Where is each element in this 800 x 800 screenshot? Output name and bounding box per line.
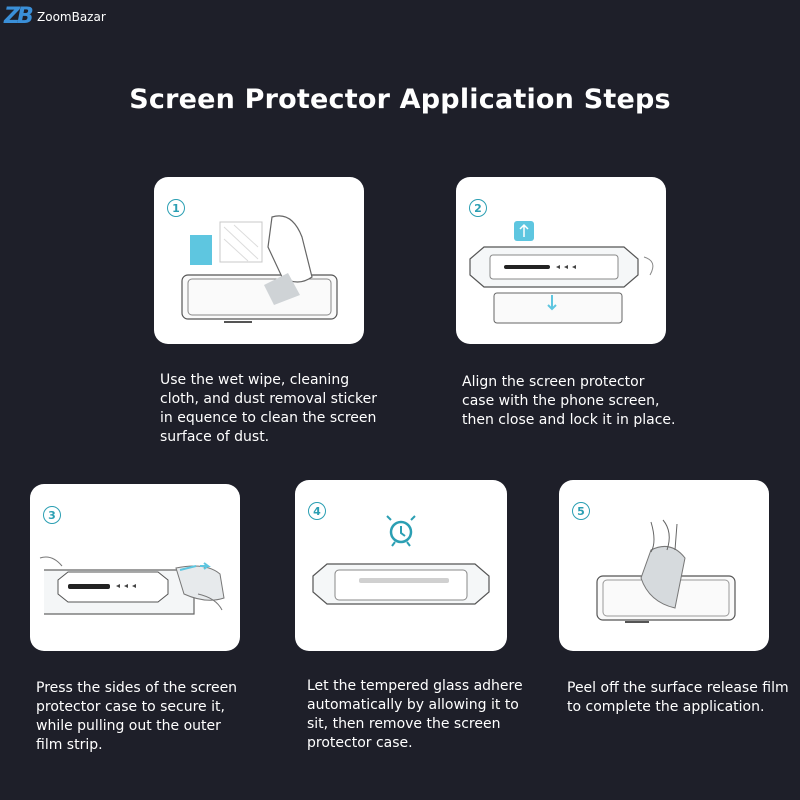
- step-5-badge: 5: [572, 502, 590, 520]
- step-4-description: Let the tempered glass adhere automatica…: [307, 678, 523, 751]
- brand-name: ZoomBazar: [37, 10, 106, 24]
- step-4-illustration: [312, 515, 490, 605]
- step-2-illustration: [469, 221, 654, 324]
- step-1-card: 1: [154, 177, 364, 344]
- page-title: Screen Protector Application Steps: [129, 84, 671, 115]
- step-5-description: Peel off the surface release film to com…: [567, 680, 789, 715]
- step-2-badge: 2: [469, 199, 487, 217]
- step-4-badge: 4: [308, 502, 326, 520]
- step-2-card: 2: [456, 177, 666, 344]
- step-1-badge: 1: [167, 199, 185, 217]
- step-3-card: 3: [30, 484, 240, 651]
- step-5-illustration: [596, 519, 736, 623]
- step-3-description: Press the sides of the screen protector …: [36, 680, 238, 753]
- step-1-illustration: [181, 215, 338, 323]
- step-3-badge: 3: [43, 506, 61, 524]
- step-4-card: 4: [295, 480, 507, 651]
- zoombazar-logo-icon: ZB: [4, 4, 34, 29]
- step-3-illustration: [39, 556, 225, 615]
- step-2-description: Align the screen protector case with the…: [462, 374, 676, 428]
- step-5-card: 5: [559, 480, 769, 651]
- step-1-description: Use the wet wipe, cleaning cloth, and du…: [160, 372, 378, 445]
- brand-logo: ZB ZoomBazar: [4, 4, 106, 30]
